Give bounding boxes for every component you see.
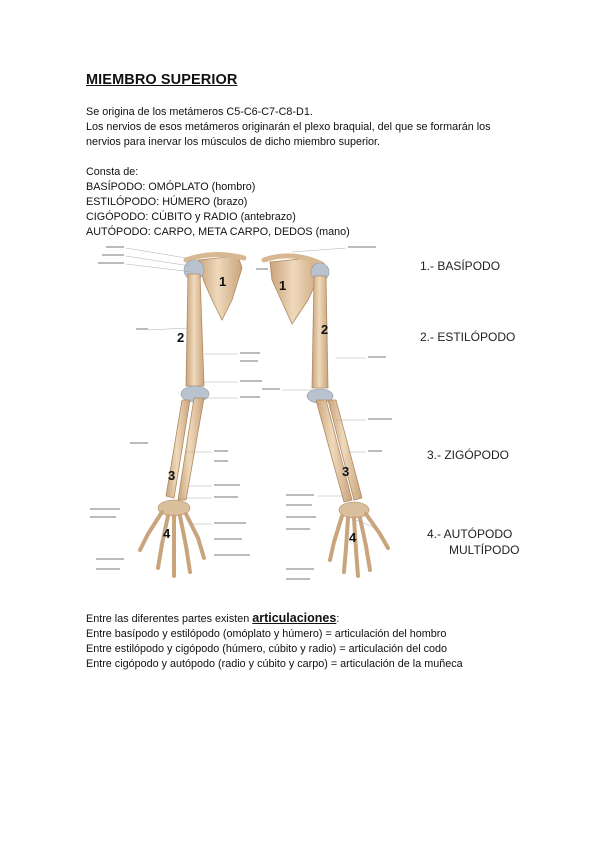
articulacion-muneca: Entre cigópodo y autópodo (radio y cúbit… — [86, 658, 463, 670]
consta-heading: Consta de: — [86, 166, 139, 178]
consta-list: Consta de: BASÍPODO: OMÓPLATO (hombro) E… — [86, 165, 526, 240]
consta-item-autopodo: AUTÓPODO: CARPO, META CARPO, DEDOS (mano… — [86, 226, 350, 238]
left-limb — [138, 252, 247, 578]
consta-item-basipodo: BASÍPODO: OMÓPLATO (hombro) — [86, 181, 256, 193]
page-title: MIEMBRO SUPERIOR — [86, 72, 238, 88]
figure-number-1-right: 1 — [279, 278, 286, 293]
right-limb — [261, 253, 390, 578]
figure-number-1-left: 1 — [219, 274, 226, 289]
intro-line-3: nervios para inervar los músculos de dic… — [86, 136, 381, 148]
annotation-leaders — [125, 247, 377, 529]
label-basipodo: 1.- BASÍPODO — [420, 259, 501, 273]
label-zigopodo: 3.- ZIGÓPODO — [427, 448, 510, 462]
consta-item-estilopodo: ESTILÓPODO: HÚMERO (brazo) — [86, 196, 248, 208]
figure-number-2-right: 2 — [321, 322, 328, 337]
label-autopodo: 4.- AUTÓPODO — [427, 527, 513, 541]
intro-line-2: Los nervios de esos metámeros originarán… — [86, 121, 491, 133]
figure-number-4-left: 4 — [163, 526, 171, 541]
figure-number-2-left: 2 — [177, 330, 184, 345]
figure-number-4-right: 4 — [349, 530, 357, 545]
consta-item-cigopodo: CIGÓPODO: CÚBITO y RADIO (antebrazo) — [86, 211, 296, 223]
upper-limb-skeleton-illustration: 1 1 2 2 3 3 4 4 — [90, 246, 392, 580]
figure-number-3-right: 3 — [342, 464, 349, 479]
articulacion-hombro: Entre basípodo y estilópodo (omóplato y … — [86, 628, 447, 640]
articulaciones-paragraph: Entre las diferentes partes existen arti… — [86, 611, 546, 672]
intro-line-1: Se origina de los metámeros C5-C6-C7-C8-… — [86, 106, 313, 118]
articulaciones-prefix: Entre las diferentes partes existen — [86, 613, 253, 625]
intro-paragraph: Se origina de los metámeros C5-C6-C7-C8-… — [86, 105, 526, 150]
articulaciones-word: articulaciones — [252, 611, 337, 625]
articulacion-codo: Entre estilópodo y cigópodo (húmero, cúb… — [86, 643, 448, 655]
label-estilopodo: 2.- ESTILÓPODO — [420, 330, 516, 344]
annotation-text-marks — [90, 246, 392, 580]
figure-number-3-left: 3 — [168, 468, 175, 483]
articulaciones-suffix: : — [336, 613, 340, 625]
articulaciones-intro: Entre las diferentes partes existen arti… — [86, 611, 546, 627]
label-multipodo: MULTÍPODO — [449, 543, 520, 557]
